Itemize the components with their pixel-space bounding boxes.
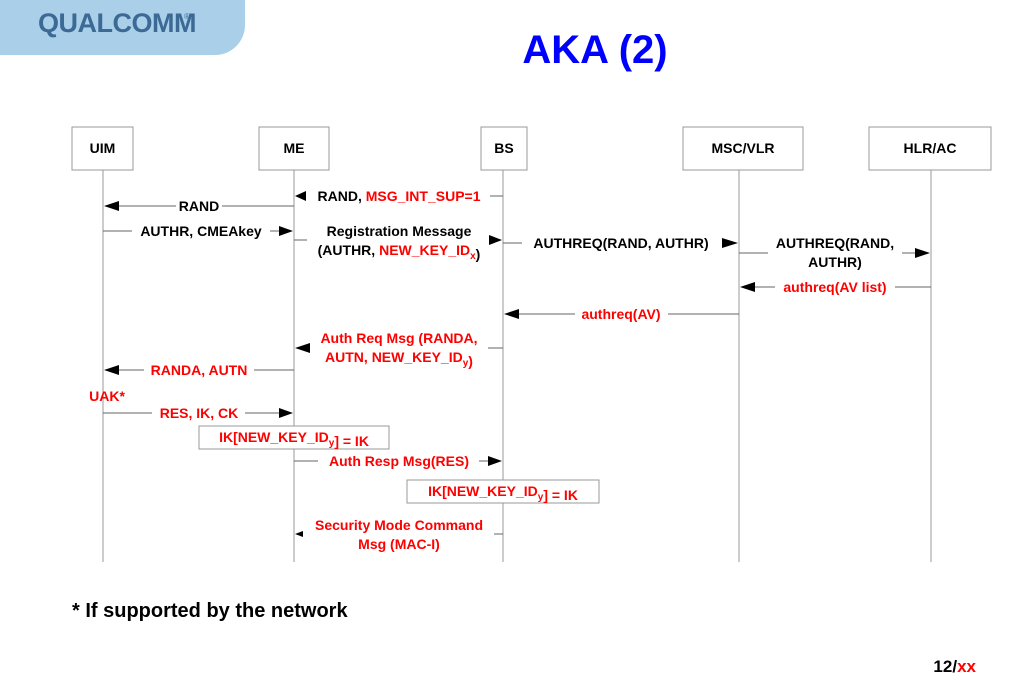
entity-me: ME: [258, 126, 330, 171]
msg-authreq-msc: AUTHREQ(RAND, AUTHR): [776, 235, 894, 270]
label-segment: MSG_INT_SUP=1: [366, 188, 481, 204]
slide-title: AKA (2): [522, 28, 668, 72]
footnote: * If supported by the network: [72, 600, 348, 622]
arrowhead-m11: [488, 456, 502, 466]
label-segment: AUTHR): [808, 254, 862, 270]
msg-authr-cmeakey: AUTHR, CMEAkey: [140, 223, 262, 239]
key-box-me: [198, 425, 390, 450]
arrowhead-m6: [740, 282, 755, 292]
label-segment: y: [538, 492, 544, 503]
msg-res-ik-ck: RES, IK, CK: [160, 405, 239, 421]
label-segment: Msg (MAC-I): [358, 536, 440, 552]
label-segment: IK[NEW_KEY_ID: [428, 483, 538, 499]
label-segment: IK[NEW_KEY_ID: [219, 429, 329, 445]
entity-uim: UIM: [71, 126, 134, 171]
label-segment: RAND: [179, 198, 219, 214]
label-segment: Auth Resp Msg(RES): [329, 453, 469, 469]
key-box-bs: [406, 479, 600, 504]
label-segment: AUTHR, CMEAkey: [140, 223, 262, 239]
arrowhead-m3: [489, 235, 502, 245]
key-label-me: IK[NEW_KEY_IDy] = IK: [219, 429, 369, 449]
label-segment: (AUTHR,: [318, 242, 379, 258]
label-segment: AUTN, NEW_KEY_ID: [325, 349, 463, 365]
label-segment: Auth Req Msg (RANDA,: [320, 330, 477, 346]
msg-authreq-av: authreq(AV): [581, 306, 660, 322]
label-segment: RES, IK, CK: [160, 405, 239, 421]
page-separator: /: [952, 657, 958, 676]
msg-authreq-av-list: authreq(AV list): [783, 279, 886, 295]
msg-rand-msg-int-sup: RAND, MSG_INT_SUP=1: [318, 188, 481, 204]
msg-rand: RAND: [179, 198, 219, 214]
label-segment: ): [476, 246, 481, 262]
entity-label-hlr-ac: HLR/AC: [904, 140, 957, 156]
entity-label-msc-vlr: MSC/VLR: [712, 140, 775, 156]
label-segment: RANDA, AUTN: [151, 362, 248, 378]
arrowhead-m1b: [104, 201, 119, 211]
label-segment: Registration Message: [327, 223, 472, 239]
arrowhead-m2: [279, 226, 293, 236]
arrowhead-m8: [295, 343, 310, 353]
arrowhead-m4: [722, 238, 738, 248]
page-current: 12: [933, 657, 953, 676]
label-segment: ] = IK: [334, 433, 369, 449]
entity-label-bs: BS: [494, 140, 513, 156]
entity-label-uim: UIM: [90, 140, 116, 156]
logo-band: QUALCOMM ®: [0, 0, 245, 55]
company-logo: QUALCOMM: [38, 8, 196, 38]
label-segment: y: [329, 438, 335, 449]
page-total: xx: [957, 657, 976, 676]
msg-registration: Registration Message (AUTHR, NEW_KEY_IDx): [318, 223, 481, 262]
msg-randa-autn: RANDA, AUTN: [151, 362, 248, 378]
arrowhead-m7: [504, 309, 519, 319]
label-segment: ] = IK: [543, 487, 578, 503]
msg-authreq-bs: AUTHREQ(RAND, AUTHR): [533, 235, 708, 251]
label-segment: y: [463, 358, 469, 369]
arrowhead-m12: [295, 531, 303, 537]
label-segment: RAND,: [318, 188, 366, 204]
label-segment: ): [468, 353, 473, 369]
entity-hlr-ac: HLR/AC: [868, 126, 992, 171]
entity-bs: BS: [480, 126, 528, 171]
registered-mark: ®: [184, 12, 190, 21]
entity-label-me: ME: [284, 140, 305, 156]
label-segment: Security Mode Command: [315, 517, 483, 533]
label-segment: AUTHREQ(RAND,: [776, 235, 894, 251]
arrowhead-m9: [104, 365, 119, 375]
arrowhead-m5: [915, 248, 930, 258]
key-label-bs: IK[NEW_KEY_IDy] = IK: [428, 483, 578, 503]
entity-msc-vlr: MSC/VLR: [682, 126, 804, 171]
label-segment: x: [470, 251, 476, 262]
label-segment: AUTHREQ(RAND, AUTHR): [533, 235, 708, 251]
label-segment: authreq(AV list): [783, 279, 886, 295]
page-number: 12/xx: [933, 657, 976, 677]
label-segment: authreq(AV): [581, 306, 660, 322]
arrowhead-m10: [279, 408, 293, 418]
msg-auth-resp: Auth Resp Msg(RES): [329, 453, 469, 469]
note-uak: UAK*: [89, 388, 125, 404]
arrowhead-m1a: [295, 191, 306, 201]
msg-auth-req: Auth Req Msg (RANDA, AUTN, NEW_KEY_IDy): [320, 330, 477, 369]
label-segment: UAK*: [89, 388, 125, 404]
label-segment: NEW_KEY_ID: [379, 242, 470, 258]
